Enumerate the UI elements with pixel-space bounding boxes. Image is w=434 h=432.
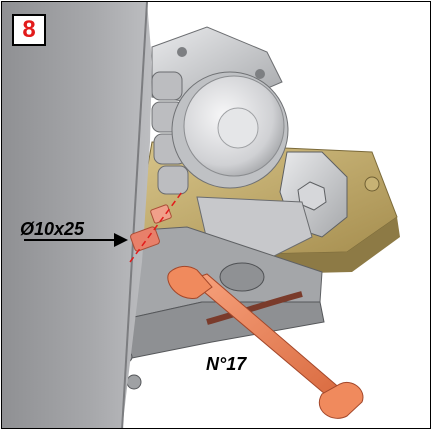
side-wall [2,2,152,428]
assembly-illustration [2,2,400,428]
bolt-icon [130,204,172,252]
wrench-icon [167,265,364,419]
wrench-size-label: N°17 [206,354,247,374]
red-detail [206,291,303,325]
step-badge: 8 [12,14,46,46]
step-number: 8 [22,16,36,43]
bolt-axis [129,191,183,263]
roller-hub [217,107,259,149]
knob [219,262,265,292]
screw-lower [126,374,142,390]
plate-hole [364,176,380,192]
bolt-spec-label: Ø10x25 [20,219,85,239]
